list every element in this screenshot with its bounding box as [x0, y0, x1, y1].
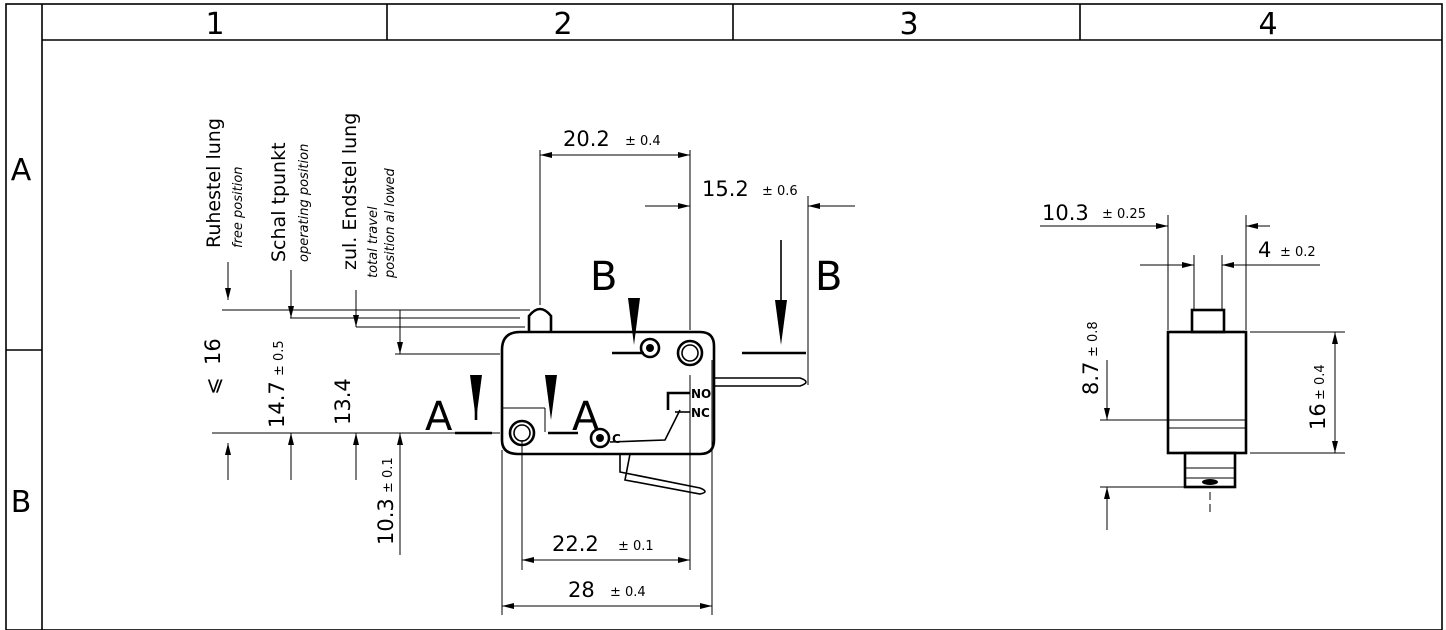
plunger	[527, 307, 553, 332]
dim-14-7-tol: ± 0.5	[272, 340, 287, 376]
dim-22-2-tol: ± 0.1	[618, 539, 654, 554]
front-view-dimension-lines	[212, 150, 855, 615]
operating-position-label-en: operating position	[297, 144, 312, 262]
row-markers: A B	[11, 153, 32, 520]
total-travel-label: zul. Endstel lung	[339, 113, 361, 270]
side-terminal	[1183, 451, 1237, 489]
dim-13-4-value: 13.4	[331, 378, 355, 425]
dim-10-3-side-tol: ± 0.25	[1102, 207, 1146, 222]
dim-16-side-tol: ± 0.4	[1313, 364, 1328, 400]
column-marker-3: 3	[899, 7, 918, 42]
front-view-dimension-texts: 20.2 ± 0.4 15.2 ± 0.6 22.2 ± 0.1 28 ± 0.…	[201, 127, 798, 602]
column-marker-4: 4	[1258, 7, 1277, 42]
side-view-dimension-lines	[1040, 215, 1345, 530]
lever	[619, 453, 706, 495]
dim-15-2-tol: ± 0.6	[762, 184, 798, 199]
dim-10-3-front-tol: ± 0.1	[381, 457, 396, 493]
total-travel-label-en-1: total travel	[366, 206, 381, 278]
dim-20-2-tol: ± 0.4	[625, 134, 661, 149]
row-marker-a: A	[11, 153, 32, 188]
position-labels: Ruhestel lung free position Schal tpunkt…	[203, 113, 398, 279]
terminal-no-label: NO	[691, 387, 711, 401]
operating-position-label: Schal tpunkt	[268, 142, 290, 262]
dim-14-7-value: 14.7	[265, 381, 289, 428]
section-b-right: B	[815, 254, 842, 300]
row-marker-b: B	[11, 485, 32, 520]
terminal-blade	[714, 377, 807, 387]
rivet	[639, 337, 661, 359]
dim-20-2-value: 20.2	[563, 127, 610, 151]
column-marker-2: 2	[553, 7, 572, 42]
dim-22-2-value: 22.2	[552, 532, 599, 556]
dim-10-3-side-value: 10.3	[1042, 201, 1089, 225]
column-marker-1: 1	[205, 7, 224, 42]
drawing-frame	[5, 3, 1443, 630]
terminal-c-circle	[589, 427, 611, 449]
dim-10-3-front-value: 10.3	[374, 498, 398, 545]
terminal-c-label: C	[612, 432, 621, 446]
side-housing	[1166, 330, 1248, 455]
mounting-hole-top	[676, 339, 704, 367]
mounting-hole-bottom	[508, 419, 536, 447]
dim-8-7-tol: ± 0.8	[1086, 321, 1101, 357]
dim-16-side-value: 16	[1306, 403, 1330, 430]
dim-16-max-symbol: ⩽	[201, 377, 225, 395]
front-view-switch: NO NC C	[500, 307, 807, 495]
dim-4-tol: ± 0.2	[1280, 245, 1316, 260]
section-markers: A A B B	[425, 240, 842, 440]
dim-8-7-value: 8.7	[1079, 362, 1103, 395]
side-view-switch	[1166, 308, 1248, 515]
side-view-dimension-texts: 10.3 ± 0.25 4 ± 0.2 8.7 ± 0.8 16 ± 0.4	[1042, 201, 1330, 430]
free-position-label-en: free position	[231, 166, 246, 248]
switch-housing	[500, 330, 716, 456]
dim-28-tol: ± 0.4	[610, 585, 646, 600]
total-travel-label-en-2: position al lowed	[383, 167, 398, 279]
free-position-label: Ruhestel lung	[203, 118, 225, 248]
dim-15-2-value: 15.2	[702, 177, 749, 201]
column-markers: 1 2 3 4	[205, 7, 1277, 42]
dim-16-max-value: 16	[201, 338, 225, 365]
terminal-nc-label: NC	[691, 406, 710, 420]
section-b-left: B	[590, 254, 617, 300]
side-plunger	[1190, 308, 1226, 334]
dim-28-value: 28	[568, 578, 595, 602]
section-a-left: A	[425, 394, 453, 440]
dim-4-value: 4	[1258, 238, 1271, 262]
